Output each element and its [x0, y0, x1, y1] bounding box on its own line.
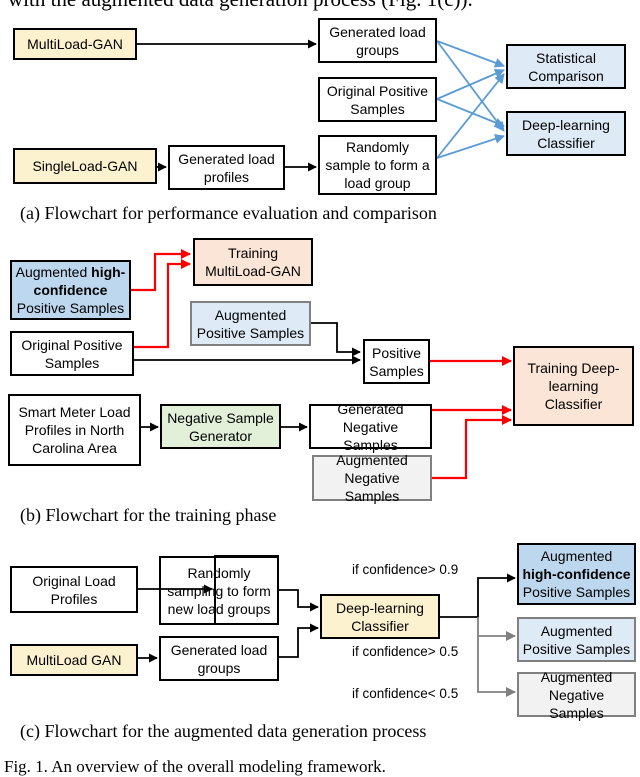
- box-augmented-positive-samples: Augmented Positive Samples: [190, 301, 311, 346]
- box-generated-load-profiles: Generated load profiles: [168, 145, 285, 190]
- arrow-random-to-statistical: [436, 73, 505, 159]
- arrow-generated-groups-to-classifier: [279, 623, 319, 658]
- arrow-augmented-positive-to-positive: [311, 322, 361, 357]
- arrow-classifier-to-augmented-positive: [477, 617, 516, 641]
- box-augmented-high-confidence-c: Augmented high-confidence Positive Sampl…: [517, 543, 636, 605]
- box-multiload-gan-c: MultiLoad GAN: [10, 644, 138, 676]
- box-negative-sample-generator: Negative Sample Generator: [160, 404, 281, 449]
- arrow-original-to-classifier: [436, 98, 505, 128]
- header-text: with the augmented data generation proce…: [8, 0, 473, 12]
- caption-panel-c: (c) Flowchart for the augmented data gen…: [20, 721, 427, 741]
- box-augmented-negative-samples: Augmented Negative Samples: [312, 452, 432, 504]
- box-smart-meter-load-profiles: Smart Meter Load Profiles in North Carol…: [8, 394, 141, 466]
- arrow-classifier-to-high-confidence: [440, 573, 516, 618]
- caption-panel-b: (b) Flowchart for the training phase: [20, 505, 277, 525]
- panel-c-connectors: [138, 573, 516, 697]
- arrow-augmented-negative-to-training-classifier: [432, 415, 512, 480]
- box-multiload-gan: MultiLoad-GAN: [13, 28, 137, 60]
- condition-label-low: if confidence< 0.5: [352, 686, 459, 701]
- box-original-load-profiles: Original Load Profiles: [10, 566, 138, 613]
- figure-caption: Fig. 1. An overview of the overall model…: [4, 757, 386, 776]
- box-generated-load-groups: Generated load groups: [318, 18, 437, 63]
- box-singleload-gan: SingleLoad-GAN: [13, 148, 157, 184]
- arrow-random-sampling-to-classifier: [279, 589, 319, 612]
- condition-label-high: if confidence> 0.9: [352, 562, 459, 577]
- box-original-positive-samples: Original Positive Samples: [318, 77, 437, 122]
- arrow-groups-to-statistical: [436, 40, 505, 68]
- panel-b-connectors: [131, 249, 512, 480]
- box-statistical-comparison: Statistical Comparison: [506, 44, 626, 89]
- panel-a-connectors: [137, 39, 505, 172]
- augmented-hc-label: Augmented high-confidence Positive Sampl…: [15, 264, 126, 316]
- box-augmented-positive-samples-c: Augmented Positive Samples: [517, 617, 636, 662]
- arrow-original-to-statistical: [436, 68, 505, 100]
- arrow-random-to-classifier: [436, 134, 505, 159]
- arrow-groups-to-classifier: [436, 40, 505, 132]
- augmented-hc-label-c: Augmented high-confidence Positive Sampl…: [522, 548, 631, 600]
- box-randomly-sample: Randomly sample to form a load group: [318, 135, 437, 195]
- box-positive-samples: Positive Samples: [363, 339, 430, 384]
- caption-panel-a: (a) Flowchart for performance evaluation…: [20, 203, 437, 223]
- box-training-deep-learning-classifier: Training Deep-learning Classifier: [513, 346, 634, 426]
- arrow-original-to-training-gan: [134, 259, 191, 349]
- arrow-classifier-to-augmented-negative: [477, 636, 516, 697]
- box-deep-learning-classifier-c: Deep-learning Classifier: [320, 594, 440, 639]
- box-deep-learning-classifier: Deep-learning Classifier: [506, 111, 626, 156]
- box-training-multiload-gan: Training MultiLoad-GAN: [193, 238, 313, 286]
- box-generated-negative-samples: Generated Negative Samples: [309, 401, 432, 453]
- arrow-augmented-hc-to-training-gan: [131, 249, 191, 292]
- condition-label-mid: if confidence> 0.5: [352, 644, 459, 659]
- box-original-positive-samples-b: Original Positive Samples: [10, 331, 134, 376]
- box-augmented-negative-samples-c: Augmented Negative Samples: [517, 669, 636, 721]
- box-generated-load-groups-c: Generated load groups: [159, 636, 279, 681]
- box-augmented-high-confidence-positive: Augmented high-confidence Positive Sampl…: [10, 260, 131, 320]
- box-random-sampling-new-groups: Randomly sampling to form new load group…: [159, 556, 279, 625]
